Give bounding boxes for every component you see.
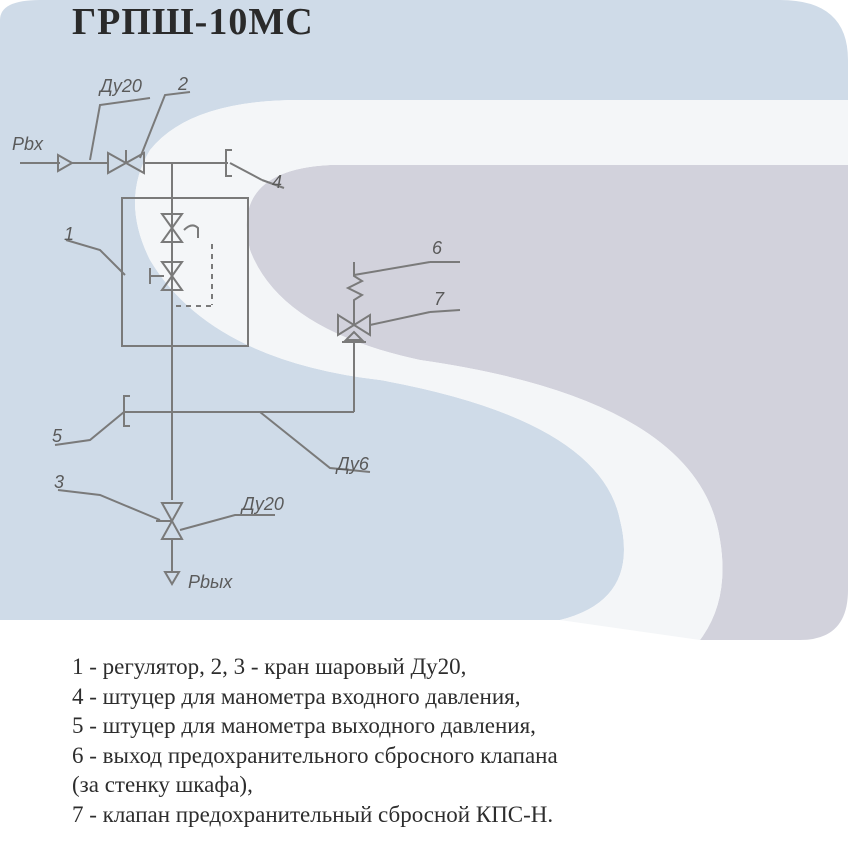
label-inlet-pressure: Pbx (12, 134, 44, 154)
label-item-1: 1 (64, 224, 74, 244)
legend-line: 1 - регулятор, 2, 3 - кран шаровый Ду20, (72, 654, 467, 679)
label-du20-top: Ду20 (98, 76, 142, 96)
label-item-5: 5 (52, 426, 63, 446)
label-item-7: 7 (434, 289, 445, 309)
background-blue-shape (0, 0, 848, 620)
legend-line: 5 - штуцер для манометра выходного давле… (72, 713, 536, 738)
diagram-title: ГРПШ-10МС (72, 1, 314, 43)
legend-line: (за стенку шкафа), (72, 772, 253, 797)
pipeline-lines (20, 91, 461, 586)
legend-line: 7 - клапан предохранительный сбросной КП… (72, 801, 554, 827)
label-du6: Ду6 (335, 454, 370, 474)
legend-line: 6 - выход предохранительного сбросного к… (72, 742, 558, 768)
label-item-2: 2 (177, 74, 188, 94)
legend: 1 - регулятор, 2, 3 - кран шаровый Ду20,… (72, 652, 832, 829)
label-item-3: 3 (54, 472, 64, 492)
label-outlet-pressure: Pbых (188, 572, 233, 592)
legend-line: 4 - штуцер для манометра входного давлен… (72, 683, 521, 709)
label-item-6: 6 (432, 238, 443, 258)
background-white-band (135, 100, 848, 640)
background-gray-shape (246, 165, 848, 640)
label-du20-bottom: Ду20 (240, 494, 284, 514)
label-item-4: 4 (272, 172, 282, 192)
